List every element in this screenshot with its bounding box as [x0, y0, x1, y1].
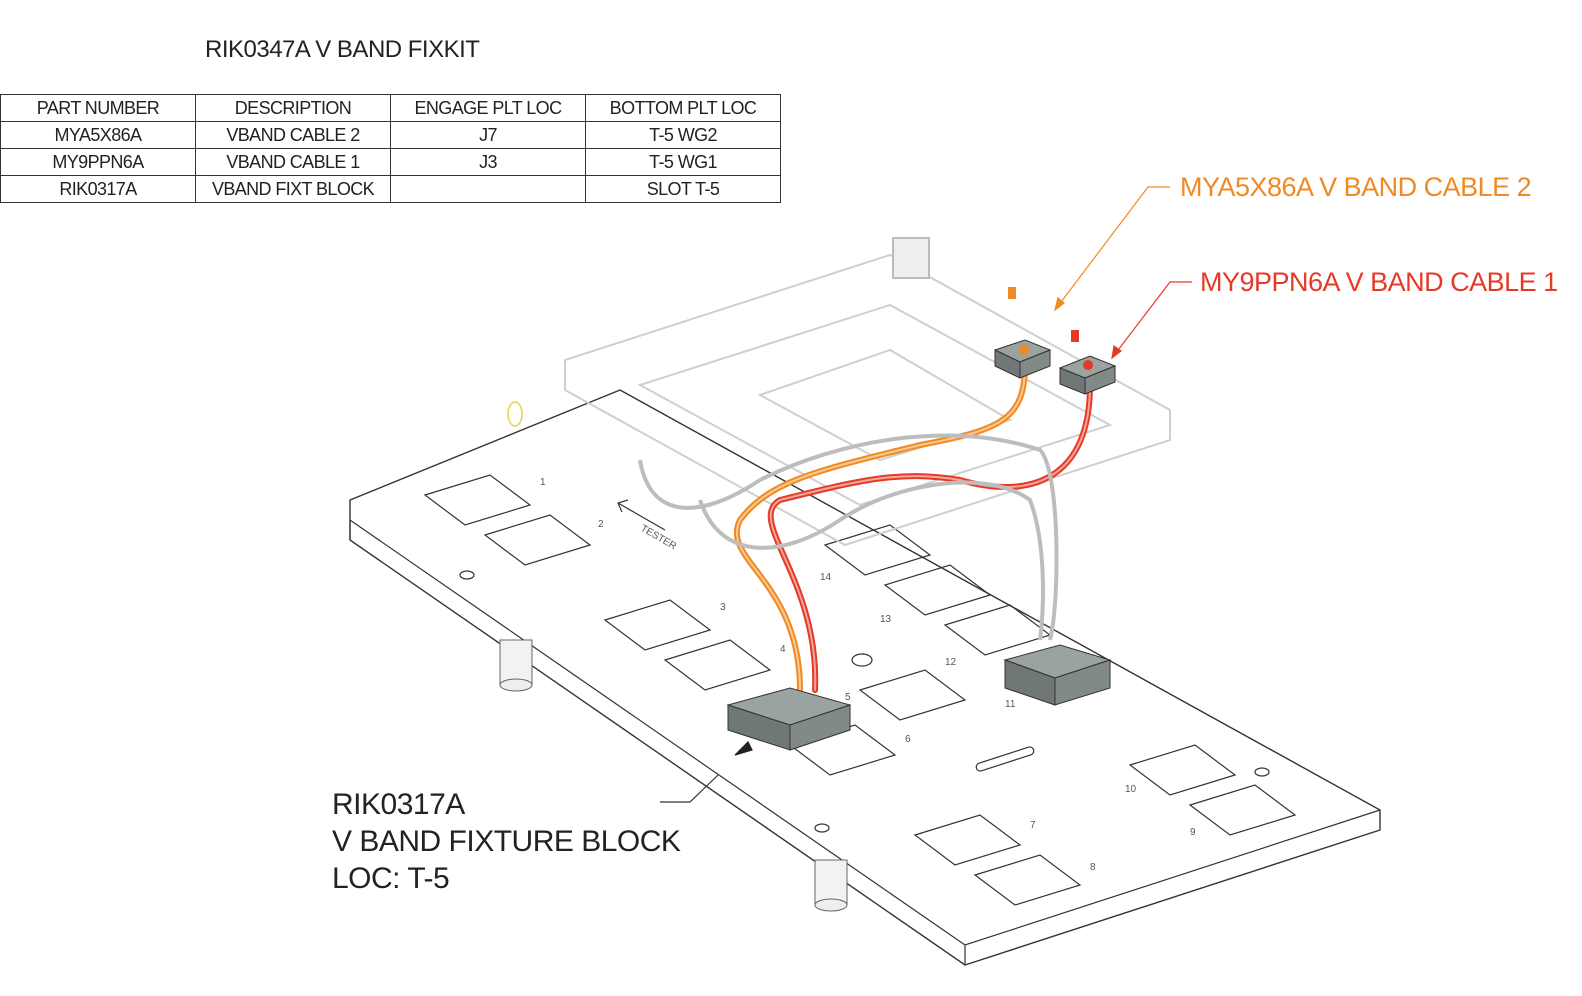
table-cell: RIK0317A [0, 175, 196, 203]
slot-number: 2 [598, 519, 604, 530]
cable-1 [767, 382, 1093, 693]
table-cell: MYA5X86A [0, 121, 196, 149]
table-cell: MY9PPN6A [0, 148, 196, 176]
slot-numbers: 1 2 3 4 5 6 7 8 9 10 11 12 13 14 [540, 477, 1196, 873]
fixture-block-left [726, 687, 852, 751]
table-cell: SLOT T-5 [585, 175, 781, 203]
slot-number: 3 [720, 602, 726, 613]
table-row: MY9PPN6A VBAND CABLE 1 J3 T-5 WG1 [0, 148, 781, 176]
table-header: PART NUMBER [0, 94, 196, 122]
fixture-block-right [1003, 644, 1112, 706]
slot-number: 9 [1190, 827, 1196, 838]
callout-cable-1: MY9PPN6A V BAND CABLE 1 [1200, 267, 1558, 297]
callout-cable-2: MYA5X86A V BAND CABLE 2 [1180, 172, 1532, 202]
table-cell: J3 [390, 148, 586, 176]
table-row: MYA5X86A VBAND CABLE 2 J7 T-5 WG2 [0, 121, 781, 149]
block-callout-loc: LOC: T-5 [332, 862, 450, 895]
slot-number: 8 [1090, 862, 1096, 873]
table-cell: VBAND CABLE 2 [195, 121, 391, 149]
leader-lines [660, 186, 1192, 803]
connector-cable-2 [993, 287, 1052, 379]
block-callout-part: RIK0317A [332, 788, 465, 821]
slot-number: 10 [1125, 784, 1137, 795]
slot-number: 12 [945, 657, 957, 668]
cable-2 [733, 362, 1028, 693]
slot-number: 11 [1005, 699, 1016, 710]
table-header: ENGAGE PLT LOC [390, 94, 586, 122]
parts-table: PART NUMBER DESCRIPTION ENGAGE PLT LOC B… [0, 94, 781, 203]
table-cell: J7 [390, 121, 586, 149]
block-callout-desc: V BAND FIXTURE BLOCK [332, 825, 681, 858]
engage-plate-frame [564, 237, 1171, 547]
slot-number: 6 [905, 734, 911, 745]
slot-number: 14 [820, 572, 832, 583]
bottom-plate [349, 389, 1381, 966]
block-callout: RIK0317A V BAND FIXTURE BLOCK LOC: T-5 [332, 786, 681, 897]
slot-number: 7 [1030, 820, 1036, 831]
drawing-title: RIK0347A V BAND FIXKIT [205, 36, 480, 63]
table-cell: T-5 WG1 [585, 148, 781, 176]
slot-number: 4 [780, 644, 786, 655]
slot-number: 1 [540, 477, 546, 488]
connector-cable-1 [1058, 330, 1117, 395]
slot-number: 5 [845, 692, 851, 703]
test-cables [638, 433, 1059, 641]
o-ring [507, 401, 523, 427]
table-row: RIK0317A VBAND FIXT BLOCK SLOT T-5 [0, 175, 781, 203]
table-cell: VBAND CABLE 1 [195, 148, 391, 176]
table-header: DESCRIPTION [195, 94, 391, 122]
slot-number: 13 [880, 614, 892, 625]
table-cell: VBAND FIXT BLOCK [195, 175, 391, 203]
table-header-row: PART NUMBER DESCRIPTION ENGAGE PLT LOC B… [0, 94, 781, 122]
